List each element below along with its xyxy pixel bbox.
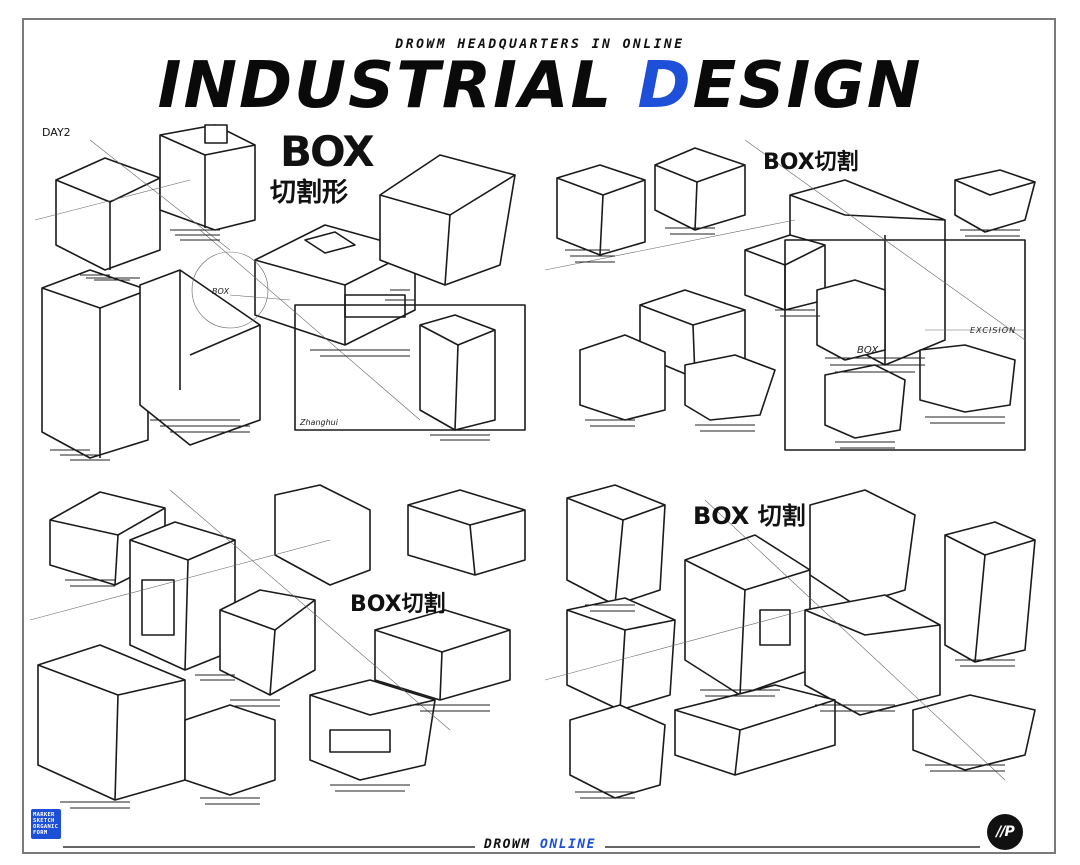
- page-frame: [22, 18, 1056, 854]
- sketch-drawing-top-right: [545, 139, 1036, 451]
- sketch-drawing-bottom-left: [30, 484, 526, 809]
- badge-line: SKETCH: [33, 818, 55, 824]
- sheet-heading-box: BOX: [280, 127, 375, 176]
- note-excision: EXCISION: [970, 326, 1017, 335]
- sketch-sheet-bottom-left: BOX切割: [30, 480, 542, 820]
- title-accent-letter: D: [637, 49, 693, 123]
- sketch-sheet-bottom-right: BOX 切割: [545, 480, 1050, 820]
- title-part-1: INDUSTRIAL: [157, 49, 638, 123]
- sketch-drawing-top-left: [34, 124, 526, 461]
- note-box: BOX: [857, 345, 879, 356]
- artist-signature: Zhanghui: [300, 418, 338, 427]
- header-subtitle: DROWM HEADQUARTERS IN ONLINE: [395, 37, 685, 52]
- sheet-heading-box-cut-bl: BOX切割: [350, 592, 446, 617]
- badge-line: MARKER: [33, 812, 55, 818]
- sheet-heading-cut-shape: 切割形: [270, 178, 349, 208]
- badge-line: ORGANIC: [33, 824, 59, 830]
- footer-accent: ONLINE: [540, 837, 596, 852]
- footer-text: DROWM: [484, 837, 540, 852]
- sheet-heading-box-cut: BOX切割: [763, 150, 859, 175]
- footer-label: DROWM ONLINE: [0, 837, 1080, 852]
- badge-line: FORM: [33, 830, 48, 836]
- sheet-heading-box-cut-br: BOX 切割: [693, 502, 806, 530]
- footer-rule-left: [63, 846, 475, 848]
- title-part-2: ESIGN: [692, 49, 923, 123]
- page-title: INDUSTRIAL DESIGN: [0, 50, 1080, 122]
- brand-logo: //P: [987, 814, 1023, 850]
- day-label: DAY2: [42, 126, 71, 139]
- marker-sketch-badge: MARKER SKETCH ORGANIC FORM: [31, 809, 61, 839]
- footer-rule-right: [605, 846, 980, 848]
- sketch-drawing-bottom-right: [545, 484, 1036, 799]
- sketch-sheet-top-left: DAY2 BOX 切割形 BOX Zhanghui: [30, 120, 542, 475]
- note-box-label: BOX: [212, 287, 230, 296]
- sketch-sheet-top-right: BOX切割 EXCISION BOX: [545, 120, 1050, 475]
